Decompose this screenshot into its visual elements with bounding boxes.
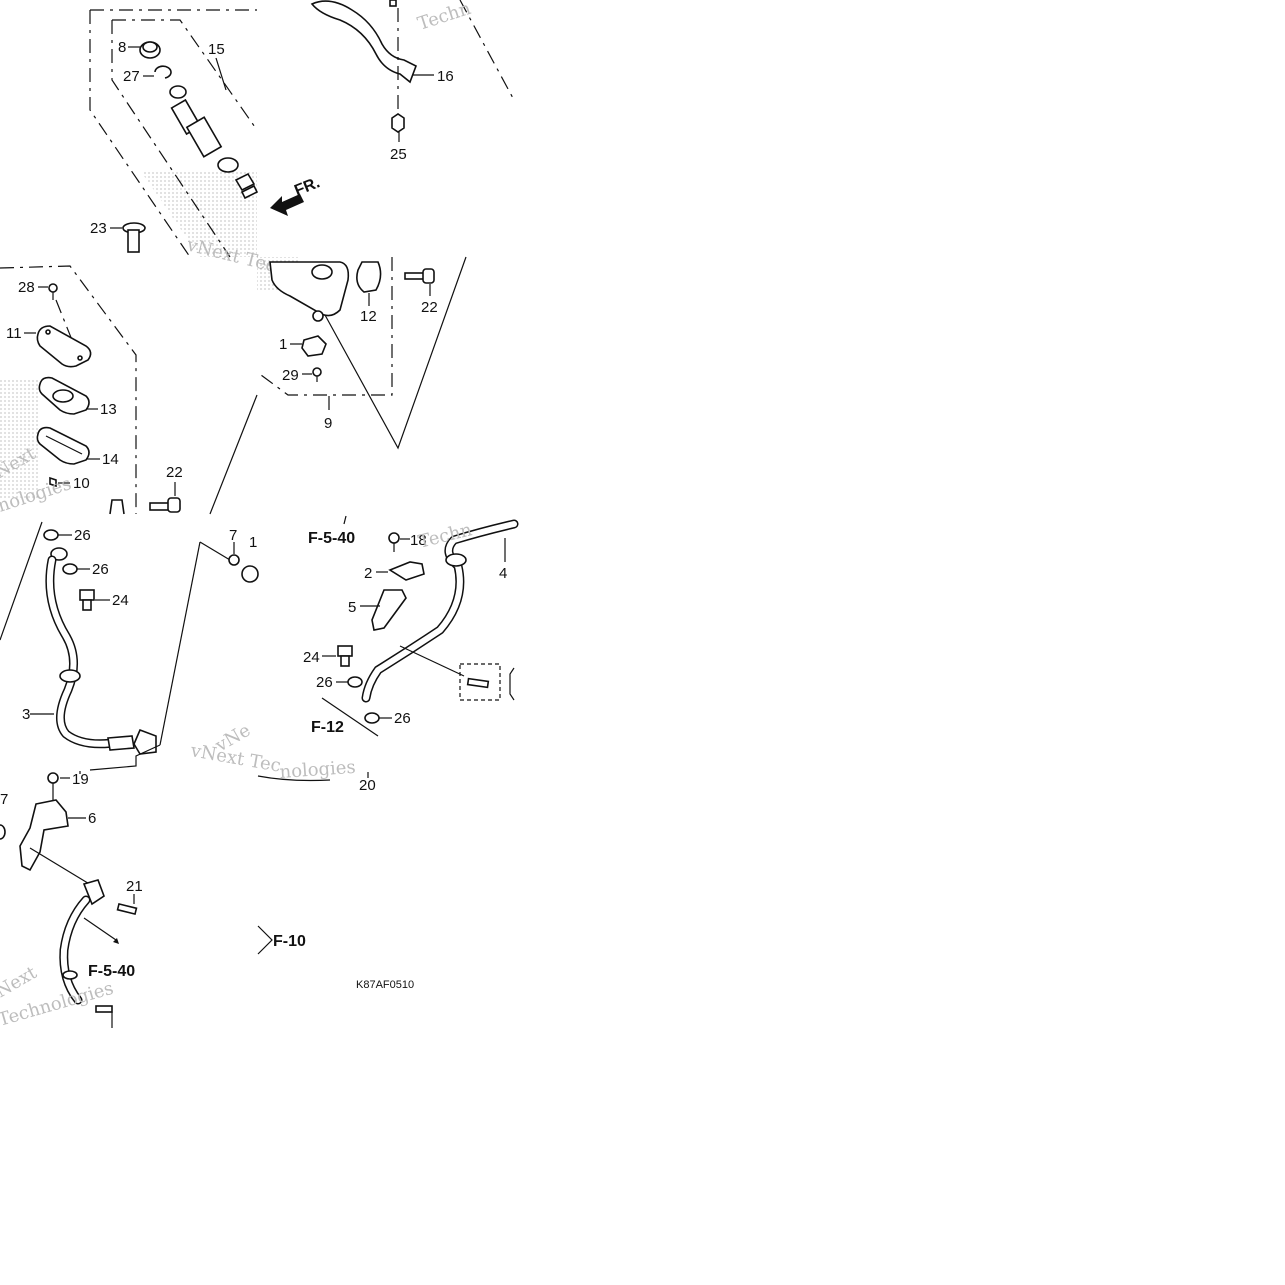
callout-9: 9 [324, 415, 332, 432]
callout-11: 11 [6, 325, 22, 342]
lever-nut-part [391, 113, 405, 133]
holder-bolt-part [404, 268, 435, 284]
watermark-text: Next [0, 962, 41, 1002]
hose-clamp-part [388, 561, 425, 581]
oil-bolt-part [337, 645, 353, 667]
callout-27: 27 [123, 68, 140, 85]
front-direction-arrow: FR. [270, 174, 322, 216]
tile-upper-brake-hose: 26 26 24 3 7 [0, 521, 282, 777]
callout-1: 1 [279, 336, 287, 353]
reference-label: F-5-40 [88, 963, 135, 980]
callout-29: 29 [282, 367, 299, 384]
hose-bracket-part [19, 799, 69, 872]
watermark-text: nologies [279, 757, 356, 783]
sealing-washer-part [43, 529, 59, 541]
callout-25: 25 [390, 146, 407, 163]
callout-18: 18 [410, 532, 427, 549]
stop-switch-part [301, 335, 327, 357]
callout-26: 26 [74, 527, 91, 544]
grommet-part [228, 554, 240, 566]
sealing-washer-part [364, 712, 380, 724]
clamp-bolt-part [388, 532, 400, 552]
piston-cap-part [139, 41, 161, 59]
callout-13: 13 [100, 401, 117, 418]
brake-hose-part [45, 547, 157, 755]
callout-22: 22 [166, 464, 183, 481]
callout-26: 26 [92, 561, 109, 578]
callout-23: 23 [90, 220, 107, 237]
bracket-bolt-part [47, 772, 59, 800]
holder-bolt-part [149, 497, 181, 513]
master-cylinder-body-part [269, 261, 350, 322]
reference-label: F-10 [273, 933, 306, 950]
callout-5: 5 [348, 599, 356, 616]
circlip-part [154, 65, 172, 79]
callout-15: 15 [208, 41, 225, 58]
tile-lower-brake-hose: 7 19 6 21 F-5-40 [0, 771, 143, 1031]
callout-1: 1 [249, 534, 257, 551]
callout-26: 26 [316, 674, 333, 691]
tile-brake-lever: Techn 16 25 FR. [270, 0, 515, 216]
switch-screw-part [312, 367, 322, 382]
piston-assembly-part [169, 85, 259, 200]
brake-lever-part [310, 0, 418, 84]
callout-19: 19 [72, 771, 89, 788]
diagram-code: K87AF0510 [356, 979, 414, 991]
tile-frame-references: nologies 20 F-10 K87AF0510 [257, 757, 414, 991]
bolt-reference-box [459, 663, 501, 701]
callout-2: 2 [364, 565, 372, 582]
tile-master-cylinder-body: 12 22 1 29 9 [256, 256, 467, 450]
sealing-washer-part [62, 563, 78, 575]
callout-21: 21 [126, 878, 143, 895]
callout-12: 12 [360, 308, 377, 325]
callout-7: 7 [0, 791, 8, 808]
hose-bracket-part [371, 589, 407, 631]
cover-screw-part [48, 283, 58, 300]
callout-24: 24 [112, 592, 129, 609]
hose-clip-part [241, 565, 259, 583]
lower-bolt-part [95, 1005, 113, 1013]
callout-22: 22 [421, 299, 438, 316]
watermark-text: Techn [415, 0, 474, 35]
callout-16: 16 [437, 68, 454, 85]
callout-4: 4 [499, 565, 507, 582]
callout-3: 3 [22, 706, 30, 723]
tile-right-brake-hose: F-5-40 18 2 5 4 2 [303, 515, 519, 737]
brake-hose-part [59, 879, 105, 1005]
callout-24: 24 [303, 649, 320, 666]
callout-8: 8 [118, 39, 126, 56]
tile-reservoir-cover: 28 11 13 14 10 [0, 265, 258, 517]
reference-label: F-12 [311, 719, 344, 736]
callout-7: 7 [229, 527, 237, 544]
callout-10: 10 [73, 475, 90, 492]
pivot-bolt-part [122, 222, 146, 253]
brake-hose-part [361, 519, 519, 703]
callout-26: 26 [394, 710, 411, 727]
front-direction-label: FR. [292, 174, 322, 199]
callout-14: 14 [102, 451, 119, 468]
callout-6: 6 [88, 810, 96, 827]
clamp-bolt-part [116, 902, 138, 916]
sealing-washer-part [347, 676, 363, 688]
reservoir-cap-part [36, 325, 92, 368]
reference-label: F-5-40 [308, 530, 355, 547]
holder-clamp-part [356, 261, 382, 293]
grommet-part [0, 824, 6, 840]
diaphragm-plate-part [38, 376, 90, 415]
diaphragm-part [36, 426, 90, 465]
callout-28: 28 [18, 279, 35, 296]
tile-master-cylinder-piston: 8 15 27 23 vNext Tec [89, 9, 278, 277]
float-part [49, 476, 57, 488]
callout-20: 20 [359, 777, 376, 794]
oil-bolt-part [79, 589, 95, 611]
